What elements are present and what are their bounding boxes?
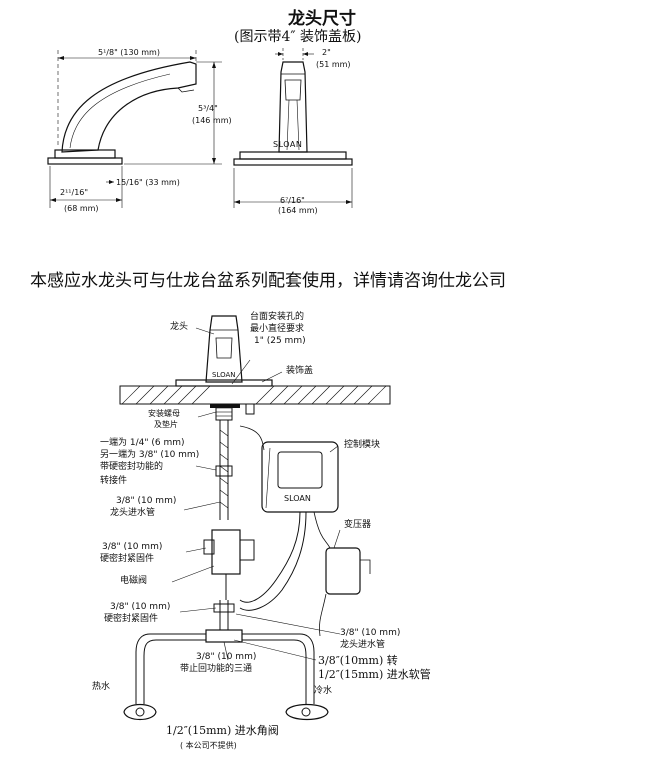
dim-depth-in: 2¹¹/16" [60,188,89,197]
label-control-module: 控制模块 [344,440,381,450]
label-tee-2: 带止回功能的三通 [180,664,253,674]
dim-spout-clear: 15/16" (33 mm) [116,178,180,187]
dim-plate-width-in: 6⁷/16" [280,196,305,205]
label-stop-valve: 1/2″(15mm) 进水角阀 [166,724,279,737]
label-cold: 冷水 [314,686,333,696]
label-tee-1: 3/8" (10 mm) [196,652,257,662]
label-fitting2-1: 3/8" (10 mm) [110,602,171,612]
faucet-front-view [233,48,353,208]
dim-plate-width-mm: (164 mm) [278,206,318,215]
dim-spout-reach: 5¹/8" (130 mm) [98,48,160,57]
label-inlet-hose-1: 3/8" (10 mm) [340,628,401,638]
label-mount-hole-1: 台面安装孔的 [250,312,305,322]
label-adapter-1: 一端为 1/4" (6 mm) [100,438,185,448]
label-cover-plate: 装饰盖 [286,366,314,376]
label-conv-2: 1/2″(15mm) 进水软管 [318,668,431,681]
label-supply-tube-1: 3/8" (10 mm) [116,496,177,506]
brand-logo-install: SLOAN [212,371,236,379]
label-faucet: 龙头 [170,322,189,332]
dim-height-mm: (146 mm) [192,116,232,125]
installation-diagram [119,315,391,721]
label-inlet-hose-2: 龙头进水管 [340,640,386,650]
faucet-side-view [47,50,222,208]
label-adapter-3: 带硬密封功能的 [100,462,164,472]
dim-depth-mm: (68 mm) [64,204,99,213]
dim-spout-width-mm: (51 mm) [316,60,351,69]
label-hot: 热水 [92,682,111,692]
label-fitting-1: 3/8" (10 mm) [102,542,163,552]
dim-spout-width-in: 2" [322,48,331,57]
page-subtitle: (图示带4″ 装饰盖板) [234,29,362,45]
page-title: 龙头尺寸 [288,9,356,29]
label-transformer: 变压器 [344,520,372,530]
label-nut-1: 安装螺母 [148,409,180,418]
label-mount-hole-2: 最小直径要求 [250,324,305,334]
label-fitting-2: 硬密封紧固件 [100,554,155,564]
brand-logo-top: SLOAN [273,140,303,149]
label-mount-hole-3: 1" (25 mm) [254,336,306,346]
label-not-supplied: ( 本公司不提供) [180,741,237,750]
compatibility-note: 本感应水龙头可与仕龙台盆系列配套使用，详情请咨询仕龙公司 [30,271,506,291]
label-adapter-4: 转接件 [100,476,128,486]
label-supply-tube-2: 龙头进水管 [110,508,156,518]
label-adapter-2: 另一端为 3/8" (10 mm) [100,450,200,460]
label-solenoid: 电磁阀 [120,576,148,586]
brand-logo-module: SLOAN [284,494,311,503]
label-fitting2-2: 硬密封紧固件 [104,614,159,624]
label-conv-1: 3/8″(10mm) 转 [318,654,398,667]
label-nut-2: 及垫片 [154,420,178,429]
dim-height-in: 5³/4" [198,104,218,113]
